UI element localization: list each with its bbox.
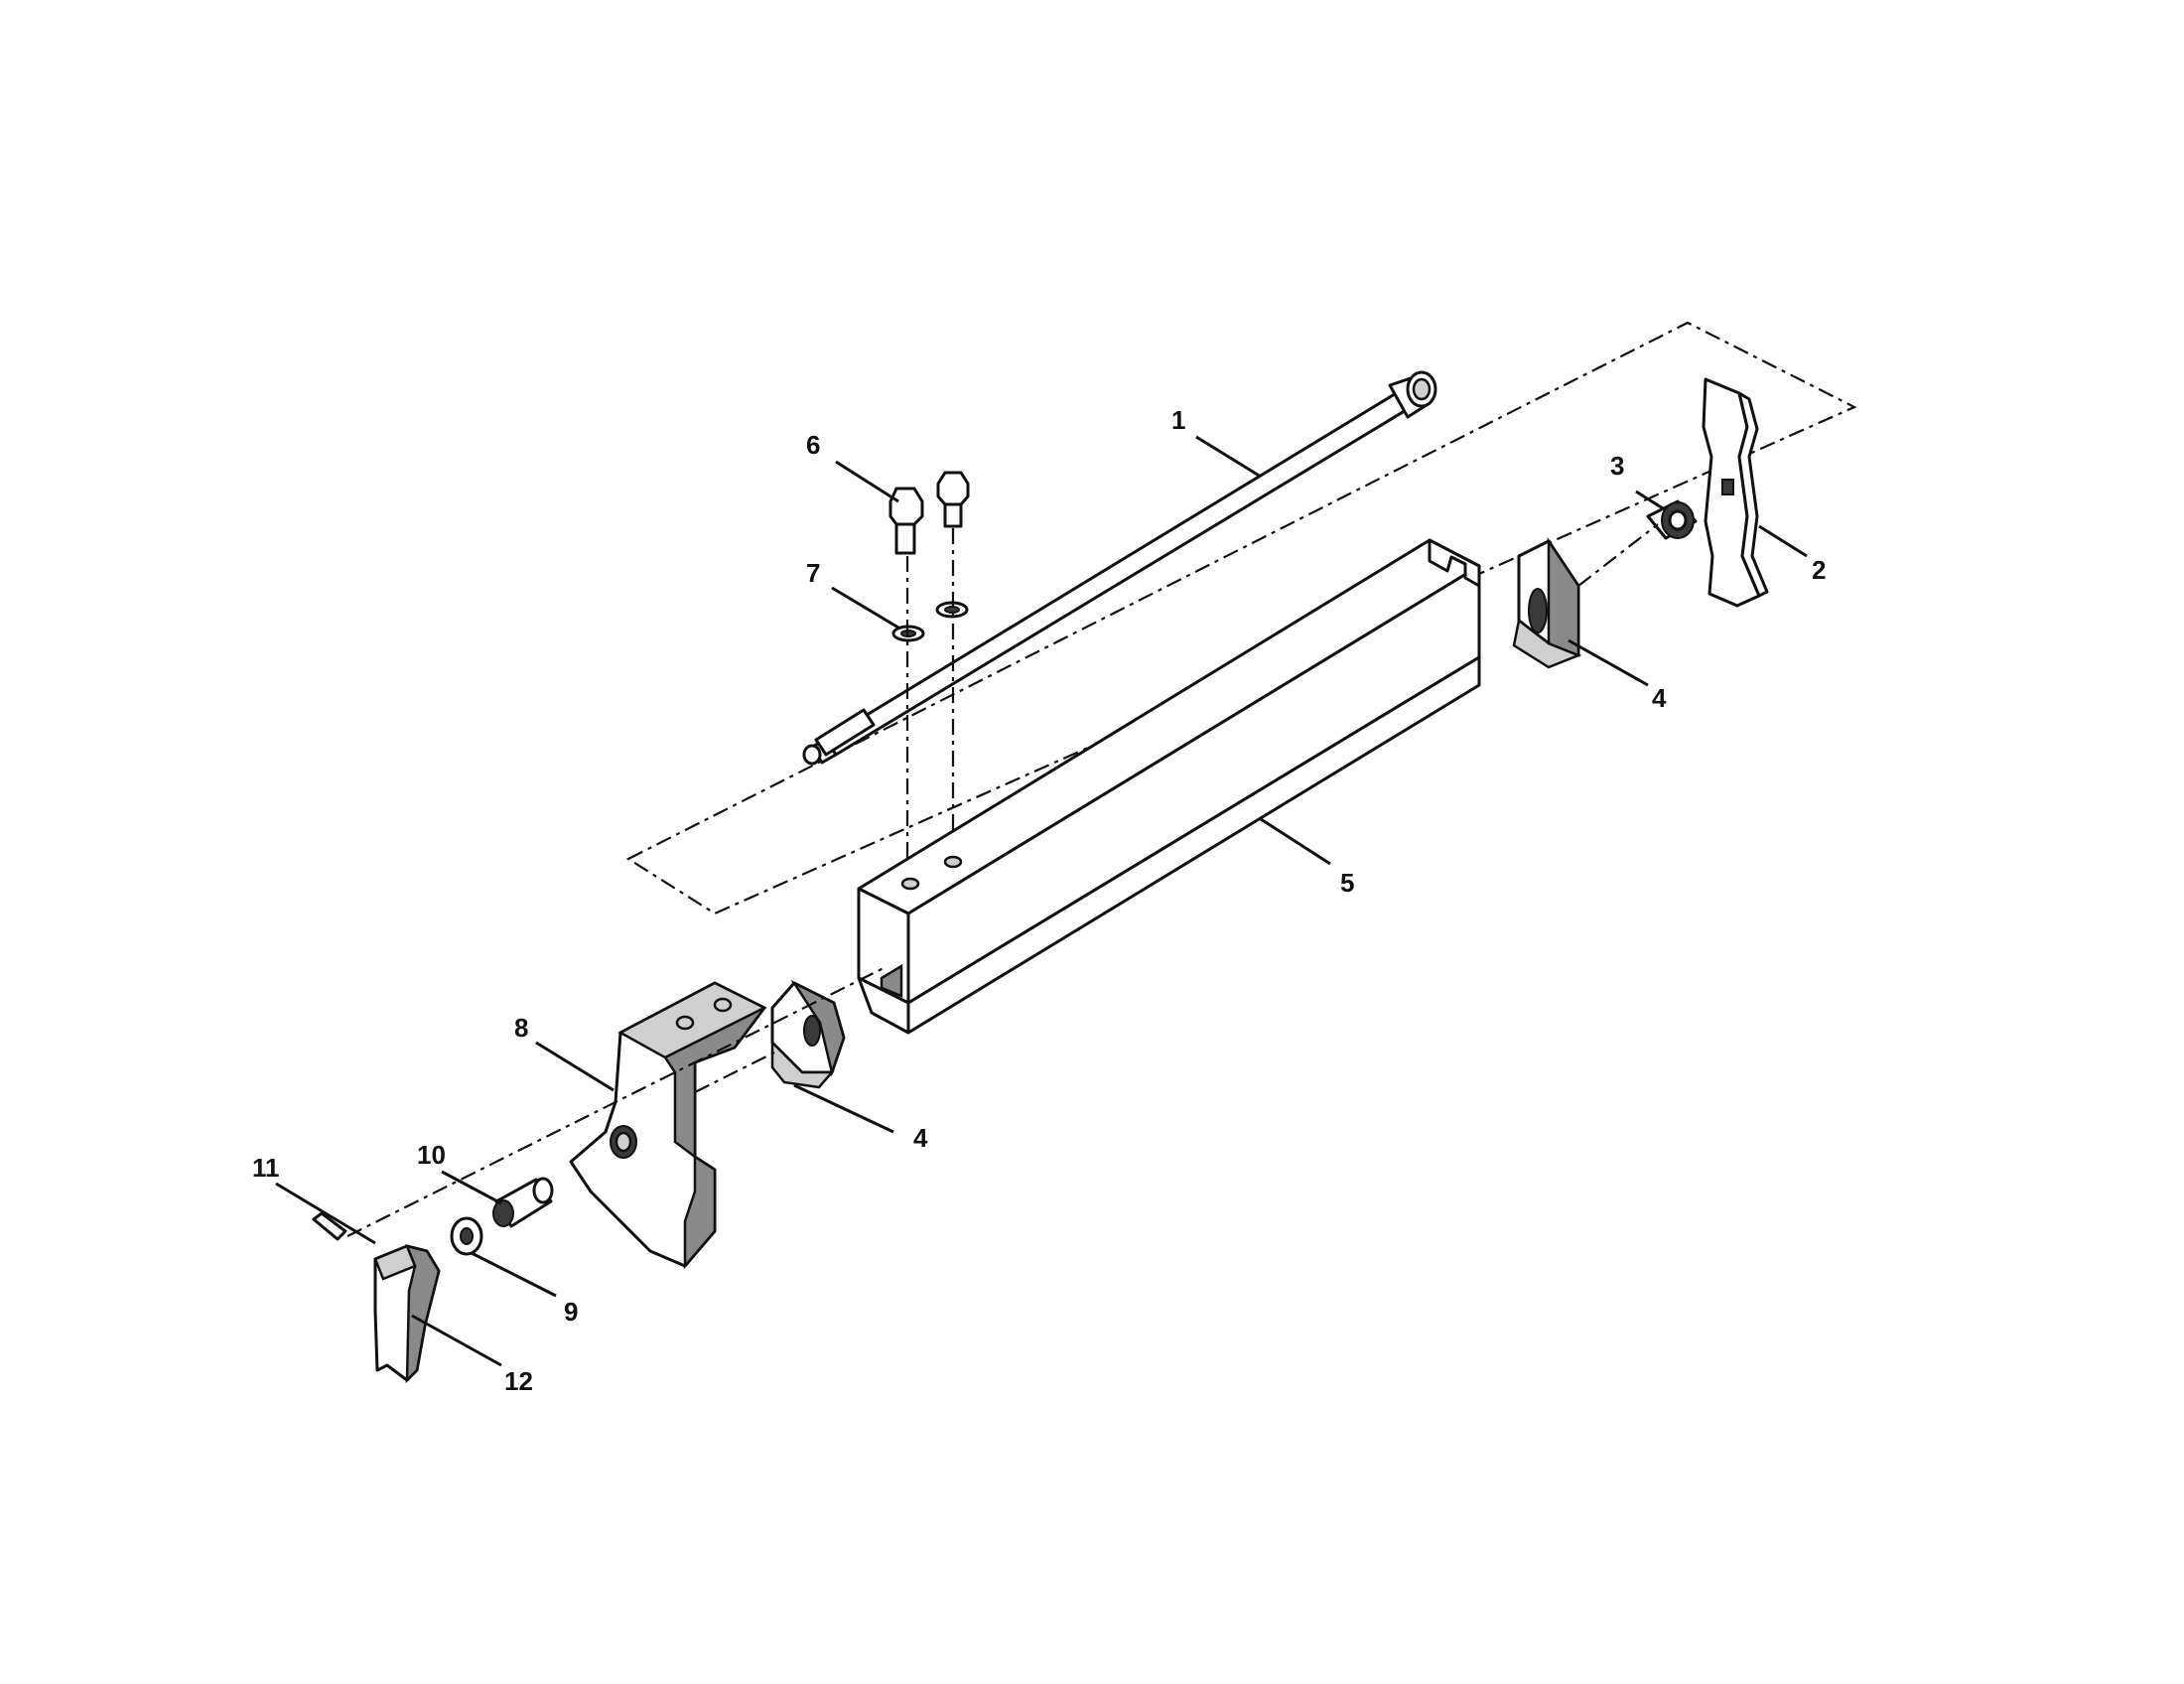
callout-labels: 1 2 3 4 4 5 6 7 8 9 10 11 12 — [252, 405, 1826, 1396]
callout-6: 6 — [806, 430, 820, 460]
callout-4-right: 4 — [1652, 683, 1667, 713]
part-8-support-block — [569, 981, 767, 1270]
part-2-plate — [1702, 377, 1769, 608]
part-9-washer — [450, 1216, 483, 1256]
part-1-rod — [802, 370, 1437, 766]
callout-11: 11 — [252, 1153, 280, 1183]
part-10-bushing — [492, 1177, 554, 1228]
callout-8: 8 — [514, 1013, 528, 1043]
callout-2: 2 — [1812, 555, 1826, 585]
part-4-bracket-left — [770, 979, 846, 1089]
pin-alignment-line — [346, 523, 1659, 1237]
callout-3: 3 — [1610, 451, 1624, 481]
callout-1: 1 — [1171, 405, 1185, 435]
leader-lines — [275, 435, 1808, 1367]
part-11-pin — [312, 1211, 347, 1241]
part-12-handle — [373, 1244, 441, 1384]
callout-9: 9 — [564, 1297, 578, 1327]
part-4-bracket-right — [1512, 536, 1582, 669]
part-6-bolts — [888, 471, 970, 555]
part-3-spring — [1646, 499, 1698, 540]
callout-7: 7 — [806, 558, 820, 588]
callout-12: 12 — [504, 1366, 533, 1396]
callout-10: 10 — [417, 1140, 446, 1170]
callout-4-left: 4 — [913, 1123, 928, 1153]
part-5-channel — [857, 538, 1481, 1035]
part-7-washers — [891, 601, 969, 642]
assembly-outline — [625, 321, 1857, 915]
callout-5: 5 — [1340, 868, 1354, 898]
bolt-alignment-lines — [905, 528, 955, 879]
